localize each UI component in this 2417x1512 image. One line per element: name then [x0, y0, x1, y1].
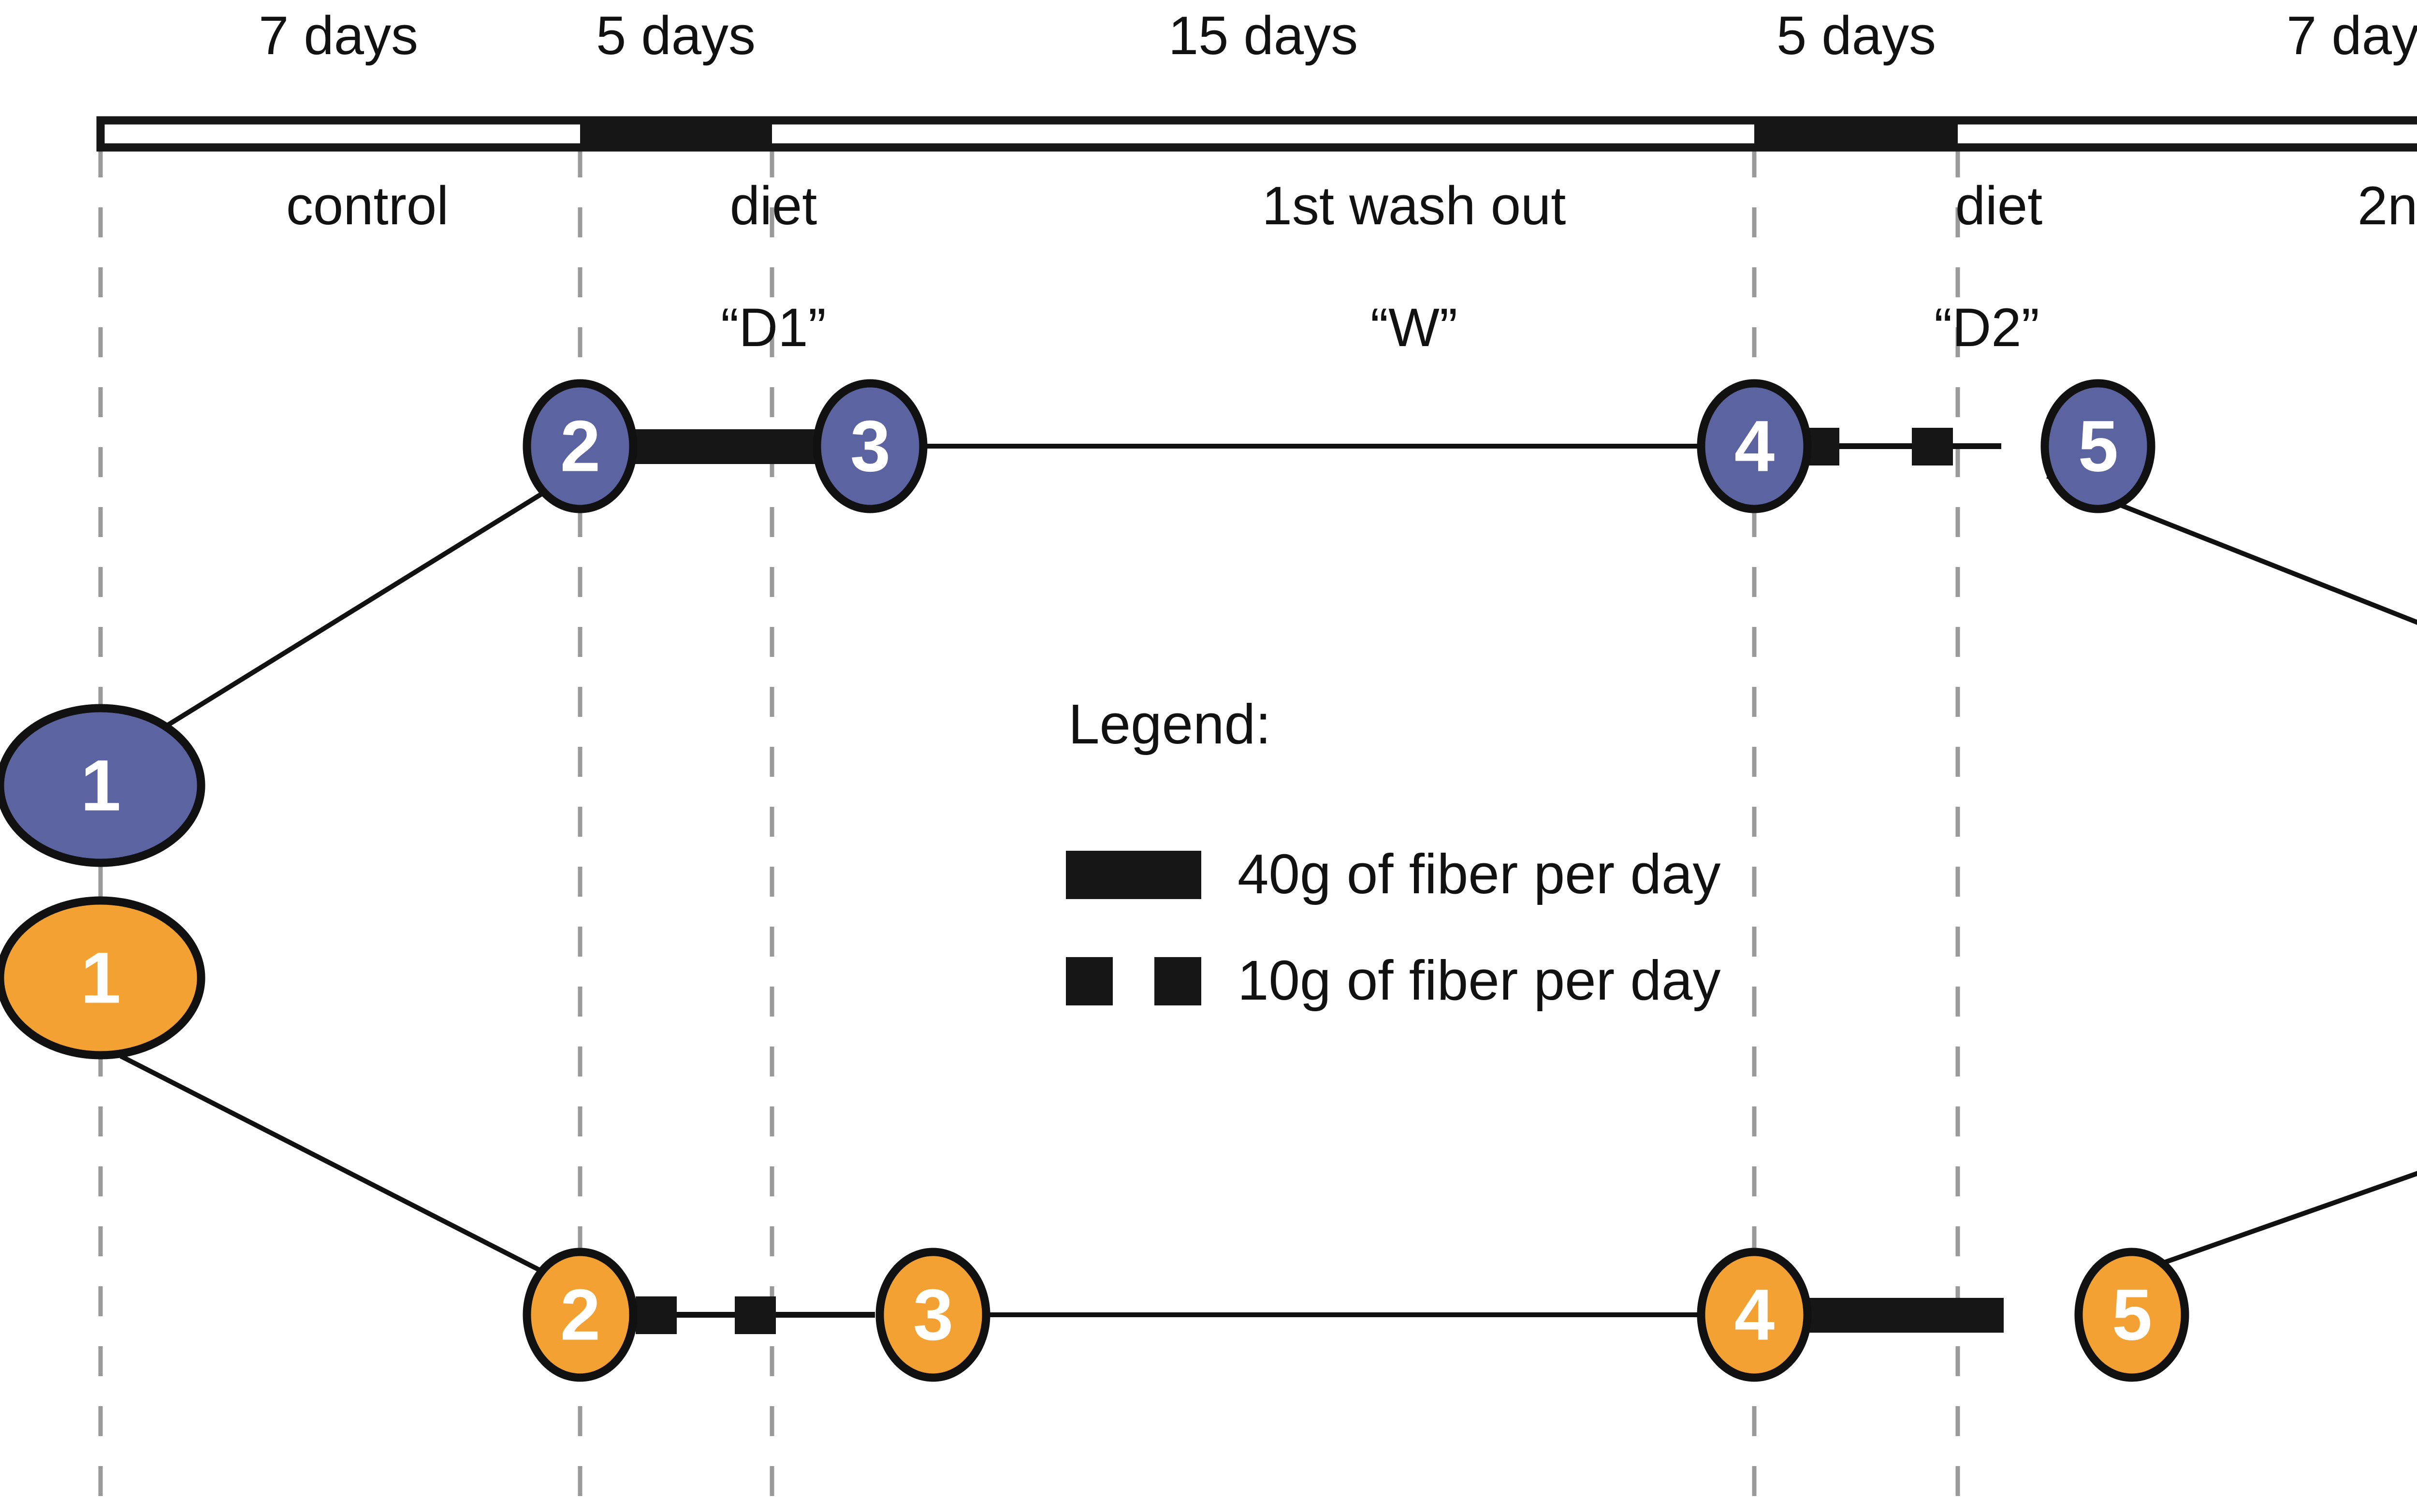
- legend-item-10g-label: 10g of fiber per day: [1238, 949, 1721, 1012]
- guide-lines: [98, 147, 1960, 1512]
- duration-label-5: 7 days: [2286, 5, 2417, 66]
- legend-item-40g-label: 40g of fiber per day: [1238, 843, 1721, 905]
- orange-link-2-3-dash-2: [735, 1296, 776, 1334]
- blue-link-5-6: [2046, 474, 2417, 625]
- blue-node-4[interactable]: [1697, 379, 1812, 513]
- phase-label-control: control: [286, 175, 449, 236]
- blue-node-1[interactable]: [0, 704, 205, 867]
- orange-link-5-6: [2097, 1171, 2417, 1288]
- timeline-segment-diet-1: [580, 116, 772, 151]
- blue-node-2[interactable]: [523, 379, 638, 513]
- legend-title: Legend:: [1068, 693, 1271, 756]
- timeline-bar-frame: [96, 116, 2417, 152]
- phase-label-first-wash-out: 1st wash out: [1262, 175, 1566, 236]
- phase-label-diet-1: diet: [729, 175, 817, 236]
- legend-swatch-10g-dash-2: [1154, 957, 1201, 1005]
- blue-link-1-2: [119, 474, 572, 756]
- orange-link-1-2: [119, 1054, 572, 1288]
- blue-link-2-3-solid-thick: [621, 429, 819, 464]
- timeline-bar: [96, 116, 2417, 152]
- orange-node-1[interactable]: [0, 896, 205, 1060]
- phase-label-diet-2: diet: [1955, 175, 2043, 236]
- blue-link-4-5-dash-2: [1912, 428, 1953, 465]
- timeline-segment-diet-2: [1754, 116, 1958, 151]
- orange-node-2[interactable]: [523, 1248, 638, 1382]
- phase-code-d2: “D2”: [1934, 297, 2039, 358]
- duration-label-3: 15 days: [1168, 5, 1358, 66]
- duration-label-1: 7 days: [259, 5, 418, 66]
- legend-swatches: [1066, 851, 1201, 1005]
- legend-swatch-10g-dash-1: [1066, 957, 1113, 1005]
- duration-label-4: 5 days: [1776, 5, 1936, 66]
- orange-node-4[interactable]: [1697, 1248, 1812, 1382]
- phase-code-w: “W”: [1370, 297, 1458, 358]
- legend-swatch-40g: [1066, 851, 1201, 899]
- blue-arm-group: [0, 379, 2417, 867]
- blue-node-3[interactable]: [813, 379, 928, 513]
- orange-node-3[interactable]: [875, 1248, 990, 1382]
- orange-link-4-5-solid-thick: [1796, 1298, 2004, 1333]
- orange-link-2-3-dash-1: [636, 1296, 677, 1334]
- duration-label-2: 5 days: [596, 5, 756, 66]
- orange-arm-group: [0, 896, 2417, 1382]
- phase-code-d1: “D1”: [721, 297, 826, 358]
- phase-label-second-wash-out: 2nd wash out: [2357, 175, 2417, 236]
- blue-node-5[interactable]: [2040, 379, 2155, 513]
- orange-node-5[interactable]: [2074, 1248, 2189, 1382]
